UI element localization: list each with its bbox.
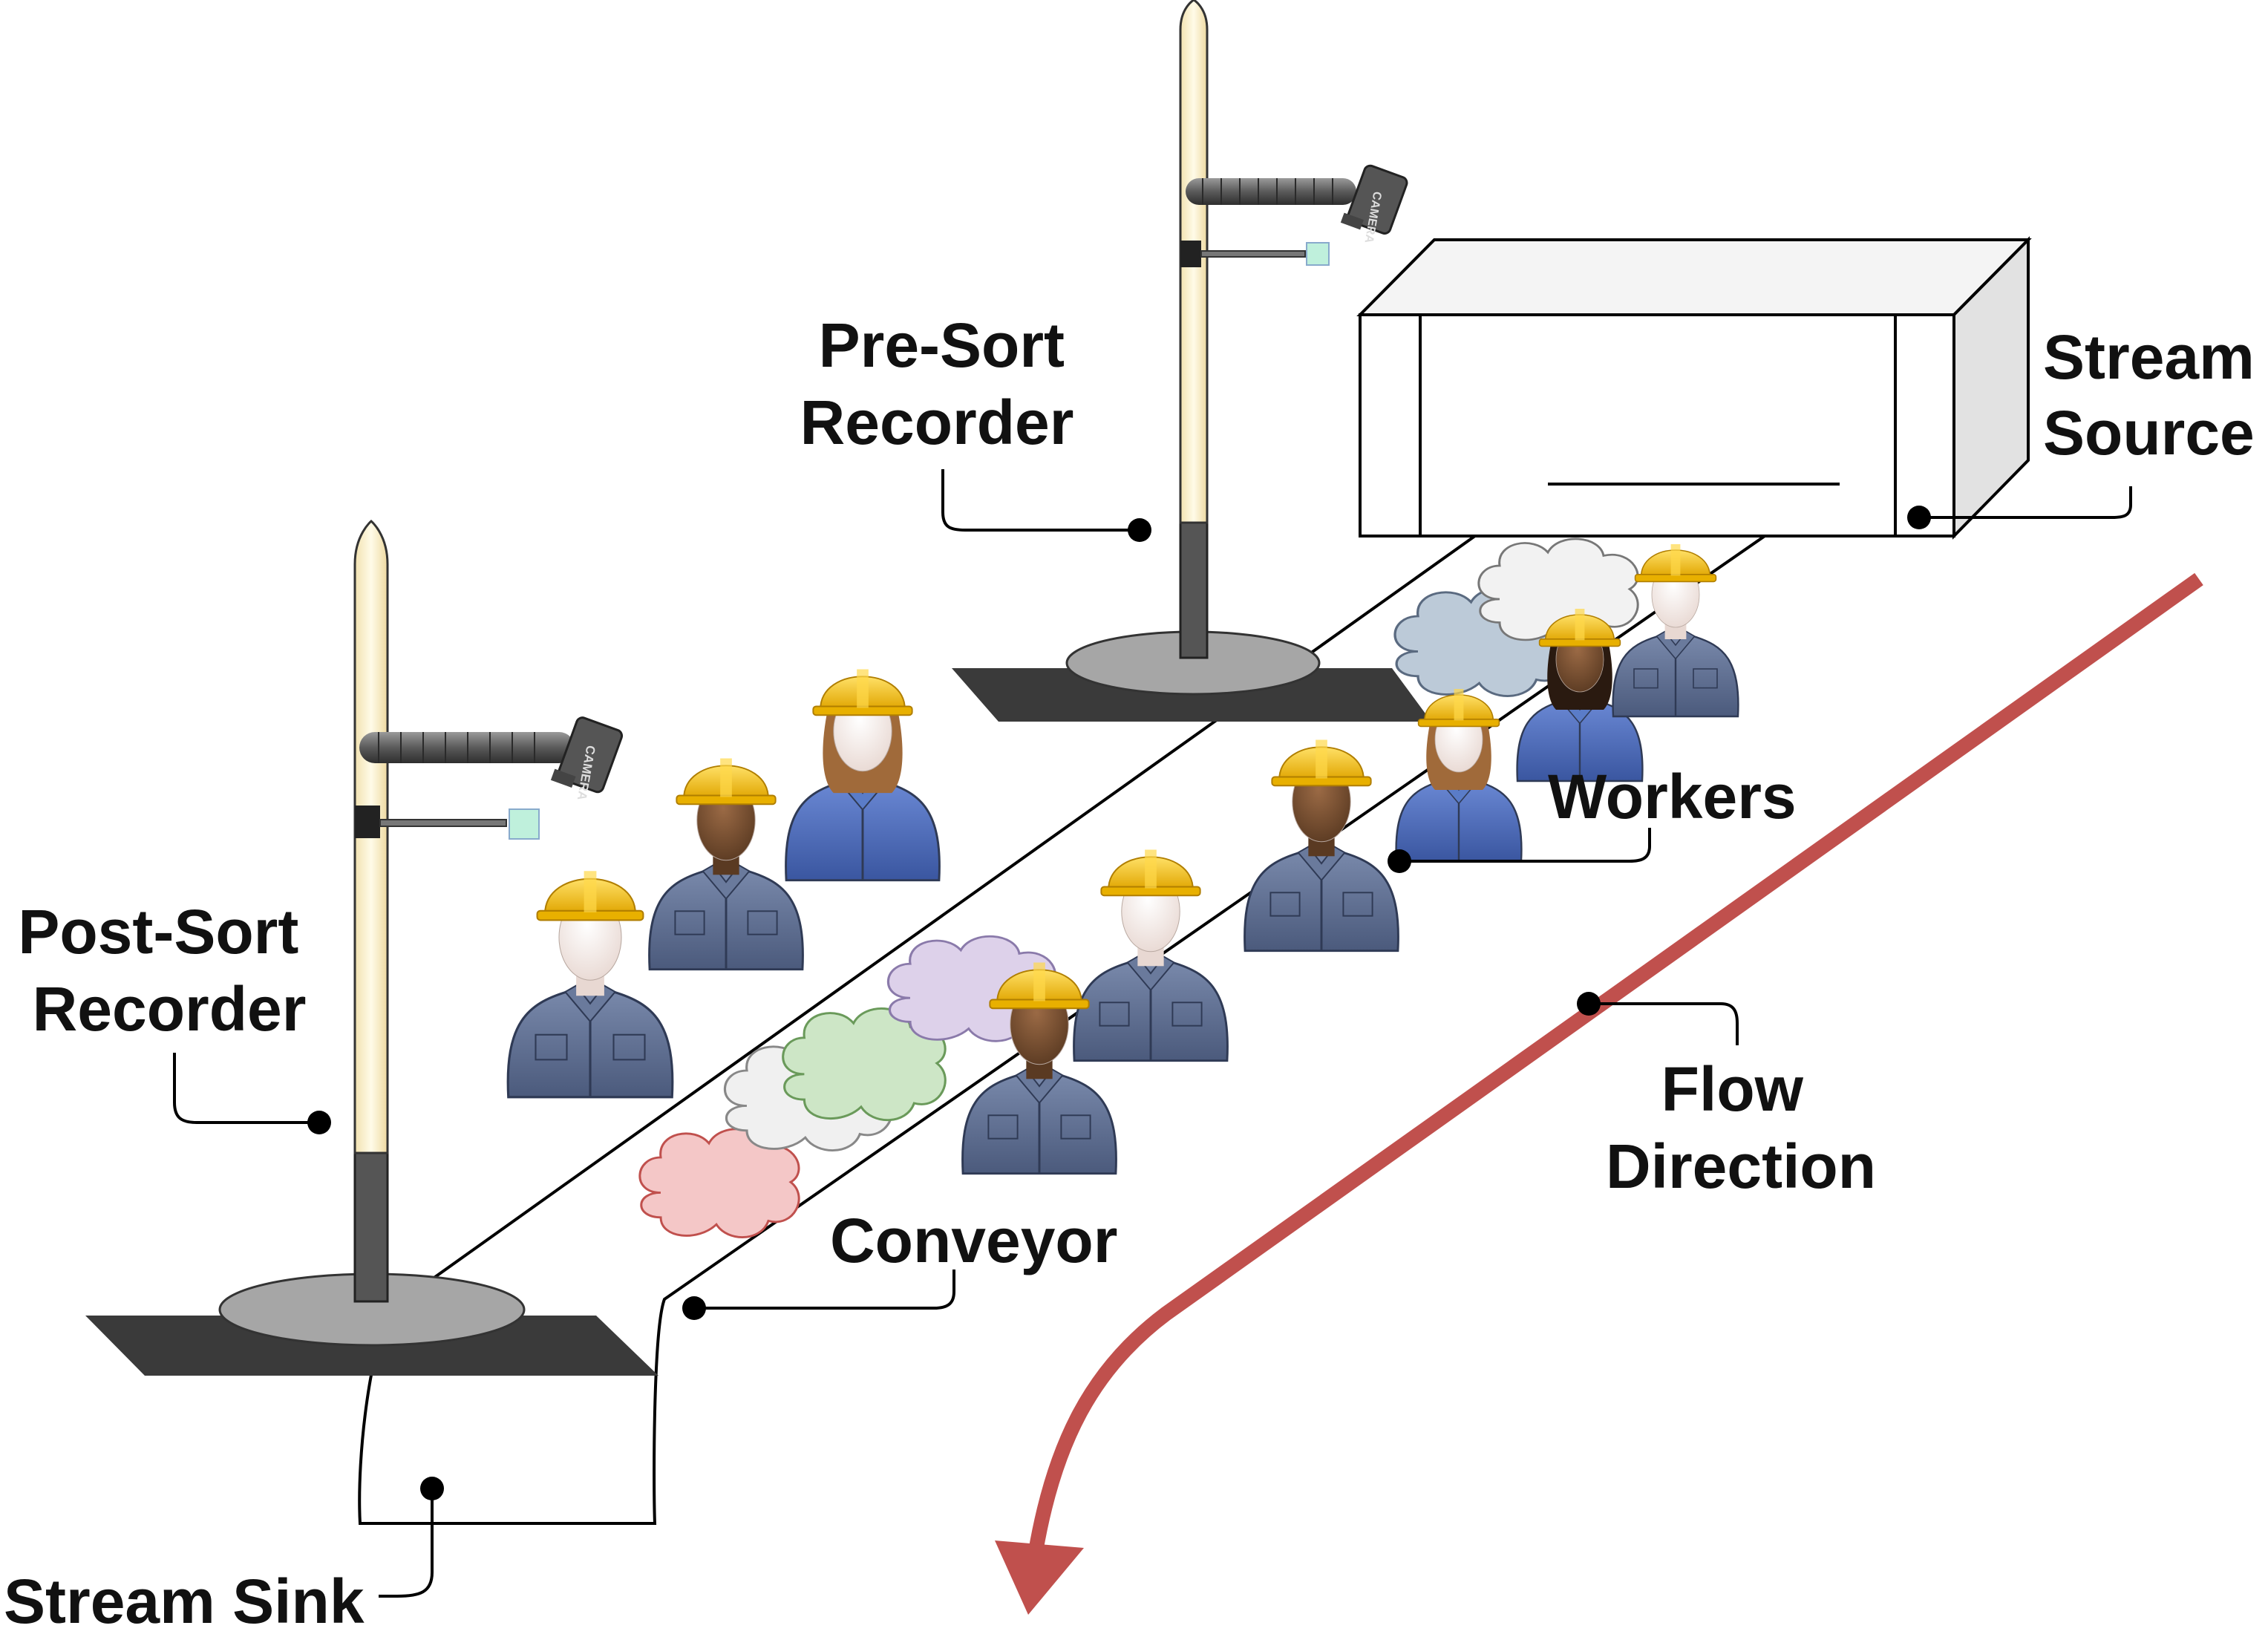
leader-post-sort <box>173 1053 319 1124</box>
post-sort-recorder-stand: CAMERA <box>85 520 658 1376</box>
worker-icon <box>785 669 941 882</box>
workers-group <box>506 544 1739 1175</box>
post-sort-camera-icon: CAMERA <box>359 716 624 801</box>
flow-direction-label: Flow Direction <box>1606 1054 1876 1201</box>
worker-icon <box>1612 544 1739 718</box>
leader-pre-sort <box>941 469 1140 532</box>
worker-icon <box>961 962 1117 1175</box>
leader-conveyor <box>694 1270 955 1310</box>
stream-sink-label: Stream Sink <box>4 1566 365 1636</box>
worker-icon <box>1395 689 1523 863</box>
pre-sort-sensor-icon <box>1180 241 1330 267</box>
pre-sort-recorder-label: Pre-Sort Recorder <box>800 310 1082 457</box>
leader-stream-source <box>1919 486 2132 519</box>
workers-label: Workers <box>1548 762 1797 831</box>
worker-icon <box>1073 849 1229 1062</box>
post-sort-recorder-label: Post-Sort Recorder <box>18 897 316 1044</box>
leader-flow <box>1589 1002 1739 1045</box>
worker-icon <box>648 758 804 971</box>
leader-lines <box>173 469 2132 1598</box>
worker-icon <box>1244 739 1399 953</box>
conveyor-label: Conveyor <box>830 1206 1117 1275</box>
worker-icon <box>506 871 674 1099</box>
stream-source-label: Stream Source <box>2043 322 2268 468</box>
flow-direction-arrow <box>995 572 2203 1615</box>
leader-workers <box>1399 828 1651 863</box>
stream-source-box <box>1356 236 2032 540</box>
leader-stream-sink <box>379 1489 434 1598</box>
pre-sort-camera-icon: CAMERA <box>1186 164 1408 244</box>
leader-dots <box>307 506 1931 1500</box>
pre-sort-recorder-stand: CAMERA <box>952 0 1431 722</box>
post-sort-sensor-icon <box>355 806 540 840</box>
worker-icon <box>1516 609 1644 782</box>
